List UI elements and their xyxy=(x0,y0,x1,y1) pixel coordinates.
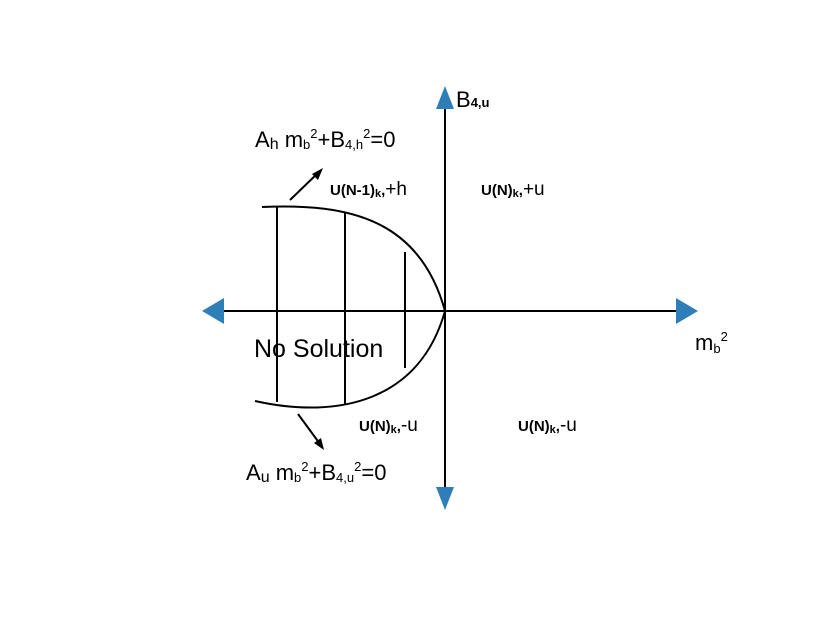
y-axis-down-arrow xyxy=(436,487,454,510)
eq-m-sub: b xyxy=(303,137,311,152)
region-sub: k xyxy=(512,188,519,200)
lower-pointer-arrowhead xyxy=(314,438,324,450)
x-axis-label: mb2 xyxy=(695,330,728,355)
region-label-lower-left: U(N)k,-u xyxy=(359,416,418,436)
region-comma: , xyxy=(555,418,560,435)
x-axis-label-sup: 2 xyxy=(720,329,728,344)
y-axis-up-arrow xyxy=(436,86,454,109)
eq-equals: =0 xyxy=(370,127,396,152)
eq-sup1: 2 xyxy=(301,459,309,474)
eq-sup2: 2 xyxy=(354,459,362,474)
upper-boundary-curve xyxy=(261,205,446,312)
region-sub: k xyxy=(390,424,397,436)
eq-A-sub: u xyxy=(260,469,270,486)
eq-sup2: 2 xyxy=(363,126,371,141)
region-sub: k xyxy=(549,424,556,436)
eq-m: m xyxy=(269,460,295,485)
eq-m: m xyxy=(278,127,304,152)
eq-plus-b: +B xyxy=(308,460,337,485)
region-sign: -u xyxy=(559,415,577,436)
eq-A-sub: h xyxy=(269,136,279,153)
region-label-upper-left: U(N-1)k,+h xyxy=(330,180,407,200)
lower-curve-equation: Au mb2+B4,u2=0 xyxy=(246,460,386,486)
eq-b-sub: 4,u xyxy=(336,470,355,485)
eq-A: A xyxy=(246,460,261,485)
region-main: U(N) xyxy=(518,418,550,435)
x-axis-right-arrow xyxy=(676,298,698,324)
y-axis-label: B4,u xyxy=(456,89,489,111)
eq-equals: =0 xyxy=(361,460,387,485)
x-axis-label-sub: b xyxy=(713,341,721,356)
eq-A: A xyxy=(255,127,270,152)
region-comma: , xyxy=(381,182,386,199)
eq-plus-b: +B xyxy=(317,127,346,152)
region-label-upper-right: U(N)k,+u xyxy=(481,180,545,200)
region-main: U(N) xyxy=(359,418,391,435)
x-axis-label-main: m xyxy=(695,330,714,355)
region-main: U(N-1) xyxy=(330,182,375,199)
region-comma: , xyxy=(396,418,401,435)
y-axis-label-sub: 4,u xyxy=(470,95,490,110)
region-comma: , xyxy=(518,182,523,199)
lower-pointer-arrow xyxy=(297,413,321,445)
eq-b-sub: 4,h xyxy=(345,137,364,152)
region-sign: -u xyxy=(400,415,418,436)
region-sub: k xyxy=(375,188,382,200)
region-main: U(N) xyxy=(481,182,513,199)
region-sign: +h xyxy=(385,179,407,200)
upper-pointer-arrow xyxy=(289,171,320,201)
region-sign: +u xyxy=(522,179,545,200)
x-axis-left-arrow xyxy=(202,298,224,324)
lower-boundary-curve xyxy=(254,310,446,409)
upper-curve-equation: Ah mb2+B4,h2=0 xyxy=(255,127,395,153)
eq-sup1: 2 xyxy=(310,126,318,141)
region-label-lower-right: U(N)k,-u xyxy=(518,416,577,436)
eq-m-sub: b xyxy=(294,470,302,485)
y-axis-label-main: B xyxy=(456,87,471,112)
no-solution-label: No Solution xyxy=(254,335,384,363)
upper-pointer-arrowhead xyxy=(312,168,323,180)
